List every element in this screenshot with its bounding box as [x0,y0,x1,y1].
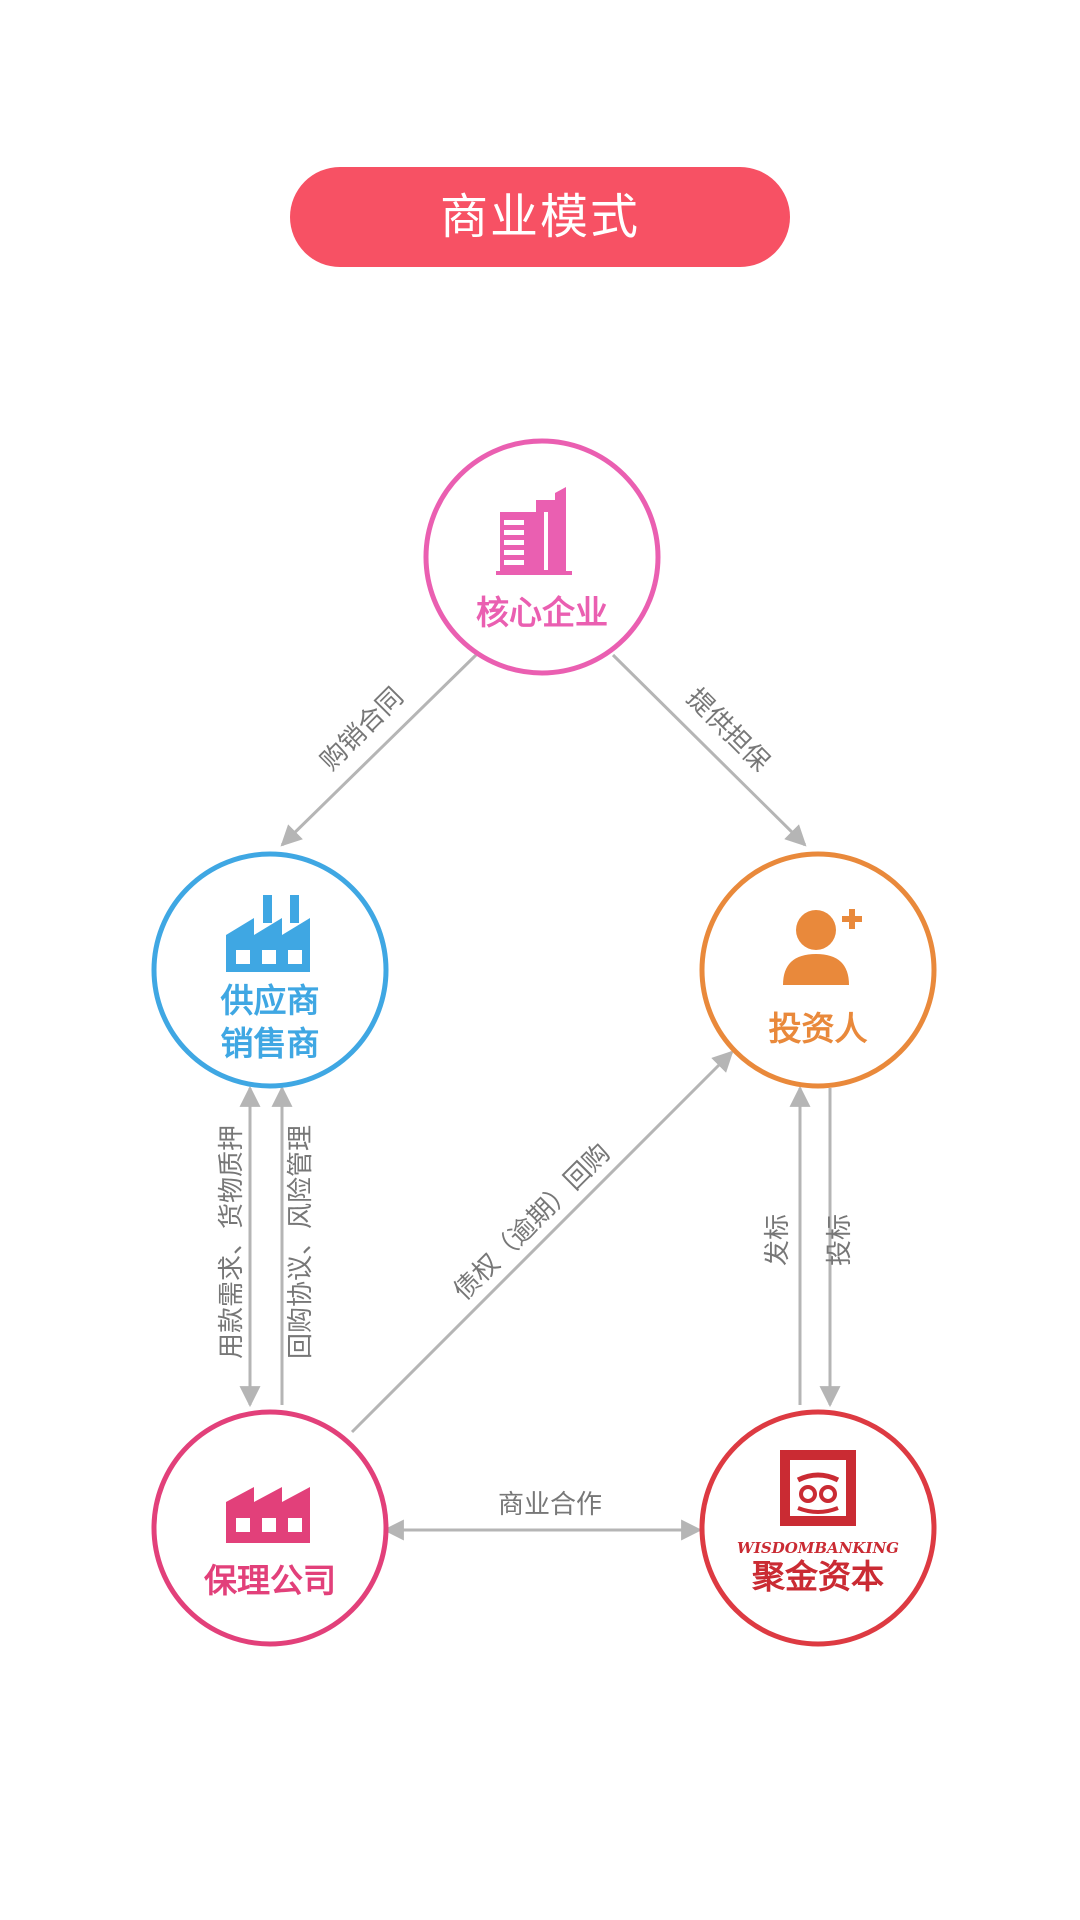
node-wisdombanking: WISDOMBANKING 聚金资本 [699,1409,937,1647]
node-supplier: 供应商 销售商 [151,851,389,1089]
factory-icon [226,895,310,972]
edge-factoring-investor [350,1050,734,1434]
node-wisdombanking-label: 聚金资本 [751,1557,884,1596]
node-supplier-label-line1: 供应商 [221,981,320,1020]
edge-label-core-supplier: 购销合同 [315,682,410,777]
node-factoring-company: 保理公司 [151,1409,389,1647]
office-building-icon [496,487,572,575]
edges: 购销合同 提供担保 用款需求、货物质押 回购协议、风险管理 债权（逾期）回购 发… [217,653,855,1541]
factory-icon [226,1487,310,1543]
edge-core-supplier [280,653,478,847]
node-core-enterprise-label: 核心企业 [476,593,608,632]
wisdombanking-logo-icon [780,1450,856,1526]
wisdombanking-brand-text: WISDOMBANKING [737,1539,899,1557]
node-investor: 投资人 [699,851,937,1089]
node-investor-label: 投资人 [769,1009,868,1048]
edge-label-factoring-to-supplier: 用款需求、货物质押 [217,1125,247,1359]
edge-core-investor [611,653,807,847]
node-factoring-company-label: 保理公司 [204,1561,336,1600]
edge-label-wisdom-to-investor: 发标 [763,1214,793,1266]
edge-label-factoring-wisdom: 商业合作 [498,1490,602,1520]
node-core-enterprise: 核心企业 [423,438,661,676]
add-user-icon [783,909,862,985]
edge-label-factoring-investor: 债权（逾期）回购 [448,1138,616,1306]
node-supplier-label-line2: 销售商 [221,1024,320,1063]
page-title: 商业模式 [290,167,790,267]
edge-label-supplier-to-factoring: 回购协议、风险管理 [286,1125,316,1359]
edge-label-investor-to-wisdom: 投标 [825,1214,855,1266]
edge-label-core-investor: 提供担保 [680,683,775,778]
